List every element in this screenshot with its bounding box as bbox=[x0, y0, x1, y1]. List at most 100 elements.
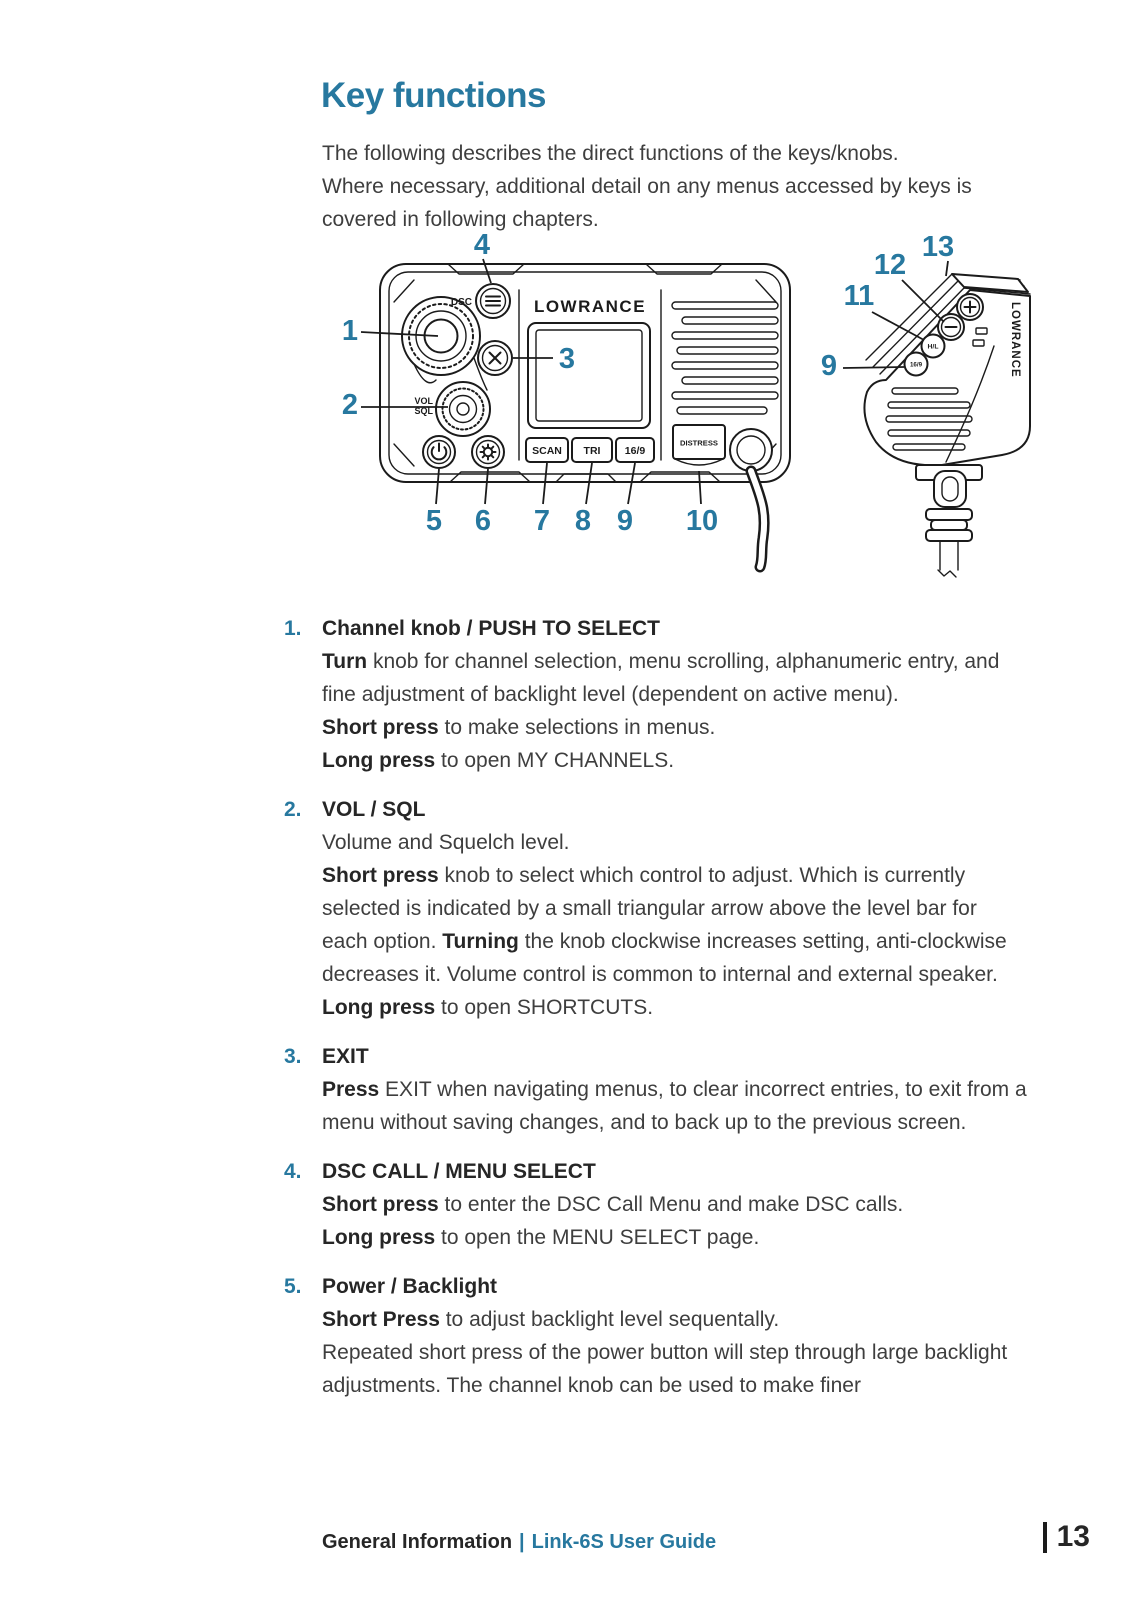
mic-speaker-slots bbox=[885, 387, 973, 451]
list-item-paragraph: Repeated short press of the power button… bbox=[322, 1336, 1028, 1402]
list-item-paragraph: Volume and Squelch level. bbox=[322, 826, 1028, 859]
bold-text: Press bbox=[322, 1078, 380, 1101]
radio-brand-logo: LOWRANCE bbox=[534, 297, 646, 316]
sixteen-nine-button bbox=[615, 437, 655, 463]
sql-label: SQL bbox=[414, 406, 433, 416]
list-item-paragraph: Short press knob to select which control… bbox=[322, 859, 1028, 991]
dsc-call-button bbox=[475, 283, 511, 319]
vol-label: VOL bbox=[414, 396, 433, 406]
footer-breadcrumb: General Information|Link-6S User Guide bbox=[322, 1531, 716, 1554]
callout-9: 9 bbox=[617, 505, 633, 537]
body-text: to open SHORTCUTS. bbox=[435, 996, 654, 1019]
bold-text: Short press bbox=[322, 716, 439, 739]
callout-11: 11 bbox=[844, 280, 875, 312]
exit-button bbox=[477, 340, 513, 376]
body-text: the knob clockwise increases setting, an… bbox=[322, 930, 1007, 986]
backlight-sun-icon bbox=[479, 443, 497, 461]
list-item-body: VOL / SQL Volume and Squelch level. Short … bbox=[322, 793, 1028, 1024]
intro-paragraph: The following describes the direct funct… bbox=[322, 137, 1052, 236]
sixteen-nine-label: 16/9 bbox=[625, 445, 646, 457]
footer-separator: | bbox=[519, 1531, 525, 1553]
body-text: knob for channel selection, menu scrolli… bbox=[322, 650, 1000, 706]
callout-4: 4 bbox=[474, 229, 490, 261]
body-text: Repeated short press of the power button… bbox=[322, 1341, 1008, 1397]
page-footer: General Information|Link-6S User Guide |… bbox=[322, 1520, 1090, 1554]
callout-9-mic: 9 bbox=[821, 350, 837, 382]
callout-13: 13 bbox=[922, 231, 954, 263]
list-item-paragraph: Long press to open SHORTCUTS. bbox=[322, 991, 1028, 1024]
list-item-paragraph: Turn knob for channel selection, menu sc… bbox=[322, 645, 1028, 711]
speaker-grille bbox=[671, 301, 779, 415]
list-item-number: 2. bbox=[284, 798, 302, 821]
list-item-number: 1. bbox=[284, 617, 302, 640]
bold-text: Short press bbox=[322, 864, 439, 887]
mic-cable bbox=[937, 540, 959, 578]
list-item: 4. DSC CALL / MENU SELECT Short press to e… bbox=[284, 1155, 1046, 1254]
callout-2: 2 bbox=[342, 389, 358, 421]
mic-brand-logo: LOWRANCE bbox=[1009, 302, 1021, 378]
list-item-paragraph: Long press to open MY CHANNELS. bbox=[322, 744, 1028, 777]
list-item-paragraph: Long press to open the MENU SELECT page. bbox=[322, 1221, 1028, 1254]
mic-top-ridges bbox=[865, 273, 1031, 375]
mic-callouts: 13 12 11 9 bbox=[821, 231, 954, 382]
intro-line: Where necessary, additional detail on an… bbox=[322, 175, 972, 198]
bold-text: Long press bbox=[322, 1226, 436, 1249]
body-text: to open MY CHANNELS. bbox=[435, 749, 675, 772]
scan-button bbox=[525, 437, 569, 463]
mic-buttons: H/L 16/9 bbox=[903, 293, 984, 377]
soft-keys: SCAN TRI 16/9 bbox=[525, 437, 655, 463]
bold-text: Short Press bbox=[322, 1308, 440, 1331]
list-item-number: 3. bbox=[284, 1045, 302, 1068]
callout-8: 8 bbox=[575, 505, 591, 537]
mic-hl-label: H/L bbox=[928, 344, 939, 351]
list-item-paragraph: Short Press to adjust backlight level se… bbox=[322, 1303, 1028, 1336]
bold-text: Long press bbox=[322, 749, 436, 772]
body-text: Volume and Squelch level. bbox=[322, 831, 570, 854]
bold-text: Long press bbox=[322, 996, 436, 1019]
plus-icon bbox=[963, 300, 977, 314]
list-item-heading: VOL / SQL bbox=[322, 798, 426, 821]
body-text: to make selections in menus. bbox=[438, 716, 716, 739]
mic-sixteen-nine-label: 16/9 bbox=[910, 362, 923, 369]
list-item-number: 5. bbox=[284, 1275, 302, 1298]
tri-button bbox=[571, 437, 613, 463]
callout-7: 7 bbox=[534, 505, 550, 537]
list-item-paragraph: Short press to make selections in menus. bbox=[322, 711, 1028, 744]
mic-bottom-connector bbox=[915, 464, 983, 578]
backlight-button bbox=[471, 435, 505, 469]
distress-label: DISTRESS bbox=[680, 439, 718, 448]
list-item-body: DSC CALL / MENU SELECT Short press to ent… bbox=[322, 1155, 1028, 1254]
channel-knob bbox=[401, 296, 488, 391]
body-text: to open the MENU SELECT page. bbox=[435, 1226, 760, 1249]
radio-and-mic-illustration: LOWRANCE DSC bbox=[342, 229, 1031, 578]
radio-callouts: 4 1 2 3 5 6 7 8 9 10 bbox=[342, 229, 718, 537]
body-text: EXIT when navigating menus, to clear inc… bbox=[322, 1078, 1027, 1134]
footer-section: General Information bbox=[322, 1531, 513, 1553]
callout-10: 10 bbox=[686, 505, 718, 537]
list-item: 2. VOL / SQL Volume and Squelch level. Shor… bbox=[284, 793, 1046, 1024]
intro-line: The following describes the direct funct… bbox=[322, 142, 899, 165]
scan-label: SCAN bbox=[532, 445, 562, 457]
body-text: to enter the DSC Call Menu and make DSC … bbox=[438, 1193, 904, 1216]
list-item-heading: DSC CALL / MENU SELECT bbox=[322, 1160, 596, 1183]
bold-text: Turning bbox=[442, 930, 519, 953]
mic-hole-marks bbox=[972, 327, 988, 347]
callout-3: 3 bbox=[559, 343, 575, 375]
menu-lines-icon bbox=[485, 295, 501, 307]
page-title: Key functions bbox=[321, 76, 546, 115]
mic-connector bbox=[729, 428, 773, 573]
power-icon bbox=[430, 442, 448, 461]
intro-line: covered in following chapters. bbox=[322, 208, 599, 231]
list-item-paragraph: Short press to enter the DSC Call Menu a… bbox=[322, 1188, 1028, 1221]
page-number-bar: | bbox=[1042, 1521, 1047, 1553]
list-item-number: 4. bbox=[284, 1160, 302, 1183]
bold-text: Short press bbox=[322, 1193, 439, 1216]
vol-sql-knob bbox=[435, 381, 491, 437]
